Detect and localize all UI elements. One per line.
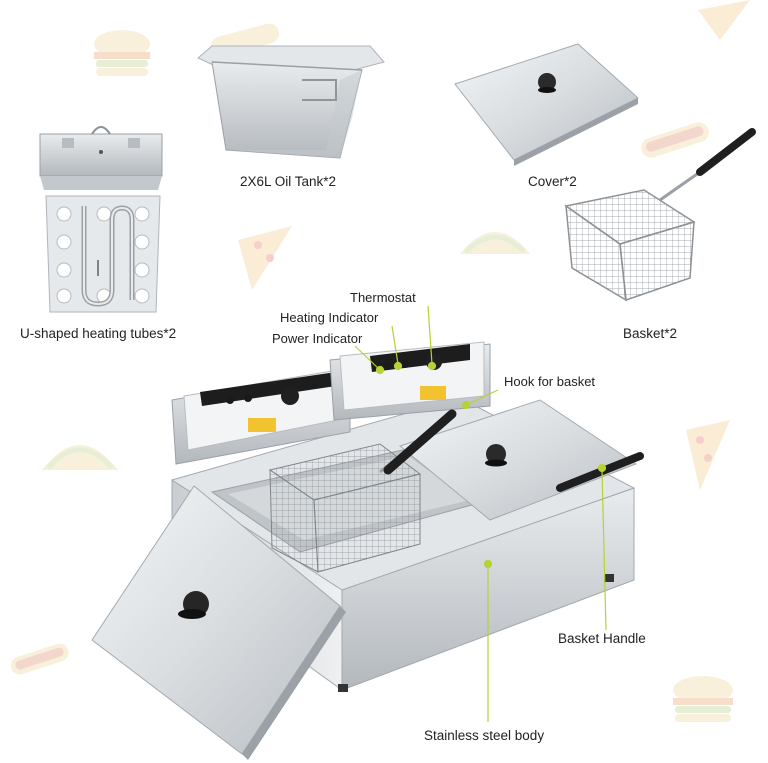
basket-label: Basket*2 bbox=[623, 326, 677, 341]
pizza-watermark-icon bbox=[238, 226, 292, 290]
power-indicator-label: Power Indicator bbox=[272, 331, 363, 346]
pizza-watermark-icon bbox=[686, 420, 730, 490]
body-label: Stainless steel body bbox=[424, 728, 544, 743]
handle-label: Basket Handle bbox=[558, 631, 646, 646]
heating-tubes-label: U-shaped heating tubes*2 bbox=[20, 326, 176, 341]
taco-watermark-icon bbox=[42, 445, 118, 470]
hook-label: Hook for basket bbox=[504, 374, 595, 389]
pizza-watermark-icon bbox=[698, 0, 750, 40]
thermostat-label: Thermostat bbox=[350, 290, 416, 305]
callout-lines bbox=[354, 305, 607, 722]
cover-image bbox=[454, 43, 639, 166]
hotdog-watermark-icon bbox=[641, 122, 709, 158]
hotdog-watermark-icon bbox=[10, 643, 69, 675]
heating-indicator-label: Heating Indicator bbox=[280, 310, 379, 325]
burger-watermark-icon bbox=[94, 30, 150, 76]
burger-watermark-icon bbox=[673, 676, 733, 722]
taco-watermark-icon bbox=[460, 232, 530, 254]
basket-image bbox=[564, 128, 756, 302]
oil-tank-label: 2X6L Oil Tank*2 bbox=[240, 174, 336, 189]
fryer-main-image bbox=[91, 341, 644, 760]
cover-label: Cover*2 bbox=[528, 174, 577, 189]
labels-layer: 2X6L Oil Tank*2 Cover*2 U-shaped heating… bbox=[20, 174, 677, 743]
background-watermarks bbox=[10, 0, 750, 722]
heating-tubes-image bbox=[39, 126, 163, 313]
oil-tank-image bbox=[197, 45, 385, 159]
